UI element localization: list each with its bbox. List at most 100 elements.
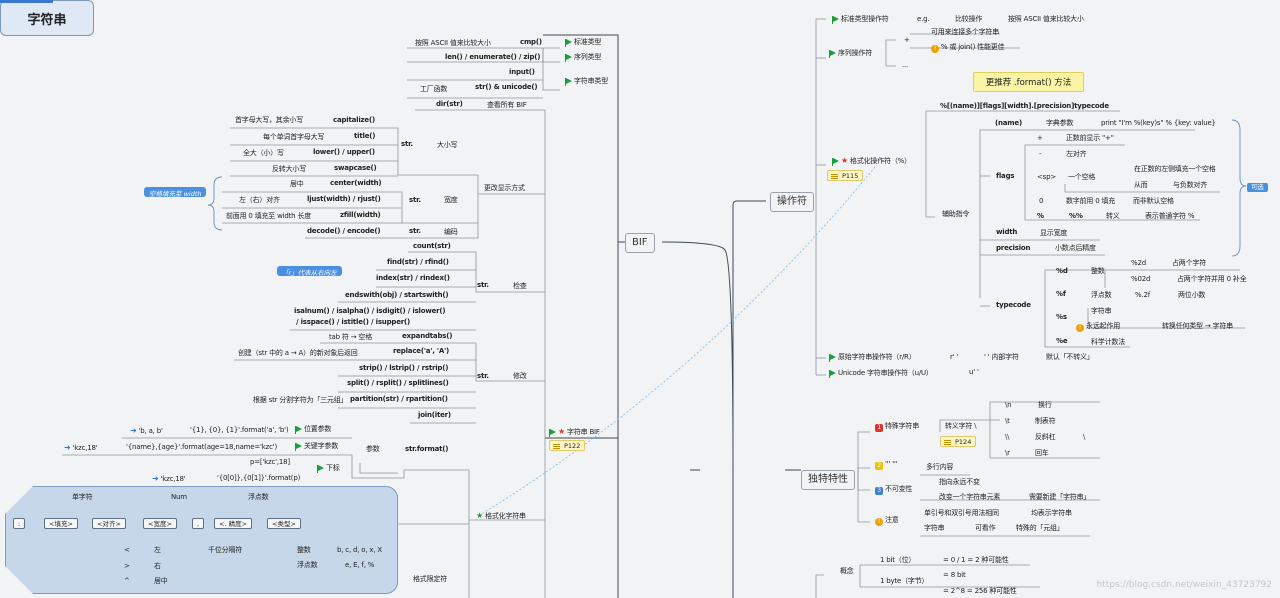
type-f: %f [1056, 290, 1066, 298]
flag-pct-desc: 转义 [1106, 212, 1120, 220]
just-node[interactable]: ljust(width) / rjust() [307, 195, 381, 203]
dir-node[interactable]: dir(str) [436, 100, 463, 108]
subscript-ex1: 'kzc,18' [160, 475, 186, 483]
typecode-node[interactable]: typecode [996, 301, 1031, 309]
keyword-node[interactable]: 关键字参数 [295, 442, 338, 451]
positional-ex1: 'b, a, b' [138, 427, 163, 435]
align-right-desc: 右 [154, 562, 161, 570]
raw-op-ex: r' ' [950, 353, 959, 361]
modify-group[interactable]: 修改 [513, 372, 527, 380]
flag-plus: + [1037, 134, 1043, 142]
format-op-node[interactable]: ★ 格式化操作符（%） [832, 157, 911, 166]
type-d-ex2-desc: 占两个字符并用 0 补全 [1177, 275, 1247, 283]
str-unicode-node[interactable]: str() & unicode() [475, 83, 538, 91]
width-callout: 空格填充至 width [144, 187, 207, 198]
unicode-op-label: Unicode 字符串操作符（u/U） [838, 369, 933, 377]
split-node[interactable]: split() / rsplit() / splitlines() [347, 379, 449, 387]
params-label[interactable]: 参数 [366, 445, 380, 453]
partition-node[interactable]: partition(str) / rpartition() [350, 395, 448, 403]
standard-op-label: 标准类型操作符 [841, 15, 889, 23]
zfill-node[interactable]: zfill(width) [340, 211, 381, 219]
raw-op-node[interactable]: 原始字符串操作符（r/R） [829, 354, 916, 362]
sequence-op-node[interactable]: 序列操作符 [829, 50, 872, 58]
sequence-type-node[interactable]: 序列类型 [565, 54, 601, 62]
standard-op-desc: 按照 ASCII 值来比较大小 [1008, 15, 1084, 23]
positional-label: 位置参数 [304, 425, 332, 433]
note-a: 单引号和双引号用法相同 [924, 509, 999, 517]
type-s-note: !永远起作用 [1076, 323, 1120, 332]
isalnum-node[interactable]: isalnum() / isalpha() / isdigit() / islo… [294, 307, 446, 315]
escape-t-desc: 制表符 [1035, 417, 1056, 425]
flag-pct2: %% [1069, 212, 1083, 220]
spec-box-comma: , [192, 518, 205, 529]
replace-desc: 创建（str 中的 a → A）的新对象后返回 [238, 349, 358, 357]
len-node[interactable]: len() / enumerate() / zip() [445, 53, 541, 61]
flag-sp-desc: 一个空格 [1068, 173, 1096, 181]
spec-node[interactable]: 格式限定符 [413, 575, 447, 583]
endswith-node[interactable]: endswith(obj) / startswith() [345, 291, 449, 299]
find-node[interactable]: find(str) / rfind() [387, 258, 449, 266]
subscript-node[interactable]: 下标 [317, 464, 340, 473]
note-node[interactable]: !注意 [875, 517, 899, 526]
unique-node[interactable]: 独特特性 [801, 470, 855, 490]
precision-node[interactable]: precision [996, 244, 1031, 252]
sequence-op-join-label: % 或 join() 性能更佳 [941, 43, 1005, 51]
concept-node[interactable]: 概念 [840, 567, 854, 575]
byte-desc: = 8 bit [943, 571, 966, 579]
swapcase-node[interactable]: swapcase() [334, 164, 377, 172]
index-node[interactable]: index(str) / rindex() [376, 274, 450, 282]
display-group[interactable]: 更改显示方式 [484, 184, 525, 192]
join-node[interactable]: join(iter) [418, 411, 451, 419]
type-float: 浮点数 [297, 561, 318, 569]
strip-node[interactable]: strip() / lstrip() / rstrip() [359, 364, 449, 372]
immutable-a: 指向永远不变 [939, 478, 980, 486]
expandtabs-node[interactable]: expandtabs() [402, 332, 453, 340]
multiline-node[interactable]: 2''' ''' [875, 461, 898, 470]
cmp-node[interactable]: cmp() [520, 38, 542, 46]
just-desc: 左（右）对齐 [239, 196, 280, 204]
bit-desc: = 0 / 1 = 2 种可能性 [943, 556, 1009, 564]
sequence-op-dots: ... [902, 61, 909, 69]
center-node[interactable]: center(width) [330, 179, 382, 187]
isspace-node[interactable]: / isspace() / istitle() / isupper() [296, 318, 410, 326]
capitalize-node[interactable]: capitalize() [333, 116, 375, 124]
name-node[interactable]: (name) [995, 119, 1022, 127]
width-group[interactable]: 宽度 [444, 196, 458, 204]
positional-node[interactable]: 位置参数 [295, 425, 332, 434]
priority-1-icon: 1 [875, 424, 883, 432]
format-string-node[interactable]: ★ 格式化字符串 [476, 512, 526, 520]
replace-node[interactable]: replace('a', 'A') [393, 347, 450, 355]
subscript-label: 下标 [326, 464, 340, 472]
sequence-op-join: !% 或 join() 性能更佳 [931, 43, 1005, 53]
string-type-label: 字符串类型 [574, 77, 608, 85]
flags-node[interactable]: flags [996, 172, 1015, 180]
check-group[interactable]: 检查 [513, 282, 527, 290]
standard-type-node[interactable]: 标准类型 [565, 39, 601, 47]
escape-r: \r [1005, 449, 1010, 457]
helper-label: 辅助指令 [942, 210, 970, 218]
ops-node[interactable]: 操作符 [770, 192, 814, 212]
string-bif-node[interactable]: ★ 字符串 BIF [549, 428, 600, 437]
factory-label: 工厂函数 [420, 85, 448, 93]
input-node[interactable]: input() [509, 68, 535, 76]
root-node[interactable]: 字符串 [0, 0, 94, 36]
decode-node[interactable]: decode() / encode() [307, 227, 381, 235]
title-node[interactable]: title() [354, 132, 376, 140]
format-method-node[interactable]: str.format() [405, 445, 449, 453]
bif-node[interactable]: BIF [625, 233, 655, 253]
unicode-op-node[interactable]: Unicode 字符串操作符（u/U） [829, 369, 933, 378]
case-group[interactable]: 大小写 [437, 141, 458, 149]
count-node[interactable]: count(str) [413, 242, 451, 250]
width-op-node[interactable]: width [996, 228, 1018, 236]
lowerupper-node[interactable]: lower() / upper() [313, 148, 375, 156]
flag-icon [829, 50, 836, 58]
encoding-group[interactable]: 编码 [444, 228, 458, 236]
keyword-label: 关键字参数 [304, 442, 338, 450]
string-type-node[interactable]: 字符串类型 [565, 77, 608, 86]
sequence-op-concat: 可用来连接多个字符串 [931, 28, 999, 36]
standard-op-node[interactable]: 标准类型操作符 [832, 15, 889, 24]
escape-node[interactable]: 转义字符 \ [945, 422, 977, 430]
expandtabs-desc: tab 符 → 空格 [329, 333, 373, 341]
